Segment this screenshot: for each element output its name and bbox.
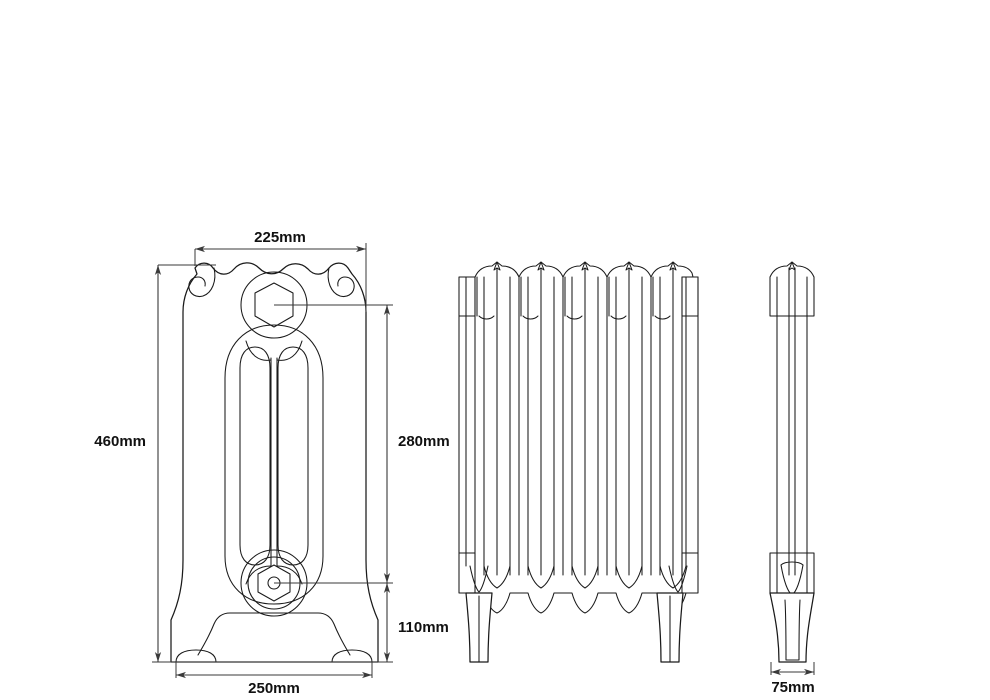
side-view <box>458 261 699 663</box>
front-view-inner-panel <box>224 324 324 605</box>
end-view-top-cap <box>769 261 815 317</box>
dimension-valve-centres-label: 280mm <box>398 433 450 450</box>
side-view-column-lines <box>458 267 699 576</box>
dimension-overall-height: 460mm <box>94 264 378 663</box>
end-view-finial <box>788 261 796 271</box>
dimension-base-width: 250mm <box>175 662 373 697</box>
front-view-rib-foot-left <box>245 565 272 585</box>
front-view-bottom-valve-hex <box>257 564 291 602</box>
dimension-top-width: 225mm <box>194 229 367 312</box>
dimension-bottom-valve-height: 110mm <box>378 583 449 663</box>
front-view-scroll-right <box>327 267 355 298</box>
end-view-leg-hollow <box>784 599 801 661</box>
front-view-rib-foot-right <box>276 565 303 585</box>
front-view-top-valve-hex <box>254 282 294 328</box>
front-view-flute-right <box>277 346 309 566</box>
front-view-body-outline <box>170 262 379 663</box>
front-view-foot-left <box>175 649 217 663</box>
dimension-depth: 75mm <box>770 662 815 696</box>
front-view-rib-shoulder-left <box>245 340 272 361</box>
front-view-scroll-left <box>188 267 216 298</box>
front-view-foot-right <box>331 649 373 663</box>
side-view-lower-collar-right <box>681 552 699 594</box>
front-view-rib-shoulder-right <box>276 340 303 361</box>
side-view-foot-groove-right <box>668 565 688 593</box>
end-view <box>769 261 815 663</box>
end-view-leg <box>769 592 815 663</box>
front-view <box>170 262 379 663</box>
dimension-bottom-valve-height-label: 110mm <box>398 619 449 636</box>
dimension-base-width-label: 250mm <box>248 680 300 697</box>
dimension-depth-label: 75mm <box>771 679 814 696</box>
side-view-foot-groove-left <box>469 565 489 593</box>
side-view-joint-collars <box>476 276 671 320</box>
dimension-valve-centres: 280mm <box>274 304 450 584</box>
front-view-base-apron <box>197 612 351 656</box>
dimension-overall-height-label: 460mm <box>94 433 146 450</box>
dimension-top-width-label: 225mm <box>254 229 306 246</box>
side-view-section-bottoms <box>483 565 687 589</box>
end-view-groove-shoulder <box>780 561 804 566</box>
